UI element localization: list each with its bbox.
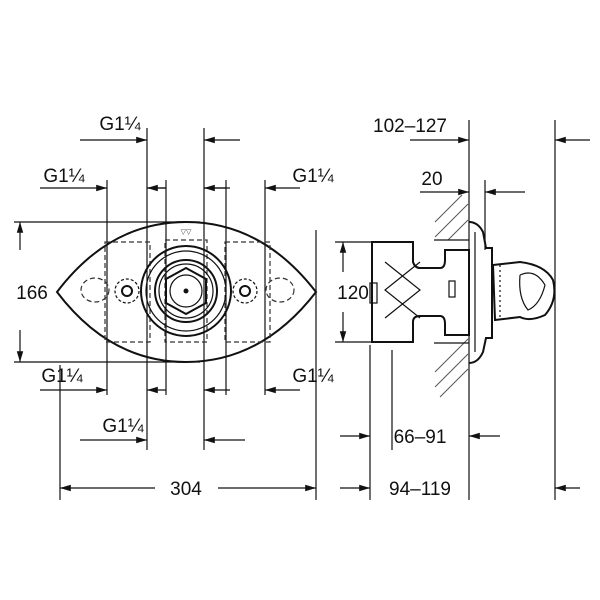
handle-grip [519,272,546,311]
side-view: 102–127 20 120 66–91 94–119 [335,116,590,500]
right-inlet [232,278,258,304]
height-label: 166 [16,283,48,304]
body-port [369,282,378,304]
body-cross-lines [384,261,421,319]
body-height-label: 120 [337,283,369,304]
total-depth-label: 102–127 [373,116,447,137]
lower-left-thread-label: G1¼ [41,366,83,387]
width-label: 304 [170,479,202,500]
cover-flange [468,221,493,364]
body-slot [448,280,456,298]
escutcheon-outline [55,220,318,364]
wall-hatching [434,194,469,398]
top-center-thread-label: G1¼ [99,114,141,135]
flange-depth-label: 20 [421,169,442,190]
left-inlet [114,278,140,304]
upper-right-thread-label: G1¼ [292,166,334,187]
brand-logo: ▽▽ [181,229,192,236]
handle [491,260,556,322]
upper-left-thread-label: G1¼ [43,166,85,187]
lower-right-thread-label: G1¼ [292,366,334,387]
bottom-center-thread-label: G1¼ [102,416,144,437]
front-view: ▽▽ G1¼ G1¼ G1¼ 166 G1¼ G1¼ G1¼ 304 [14,114,335,500]
valve-body [371,241,470,343]
valve-cartridge [140,245,232,337]
body-depth-label: 66–91 [394,427,447,448]
overall-depth-label: 94–119 [389,479,451,500]
